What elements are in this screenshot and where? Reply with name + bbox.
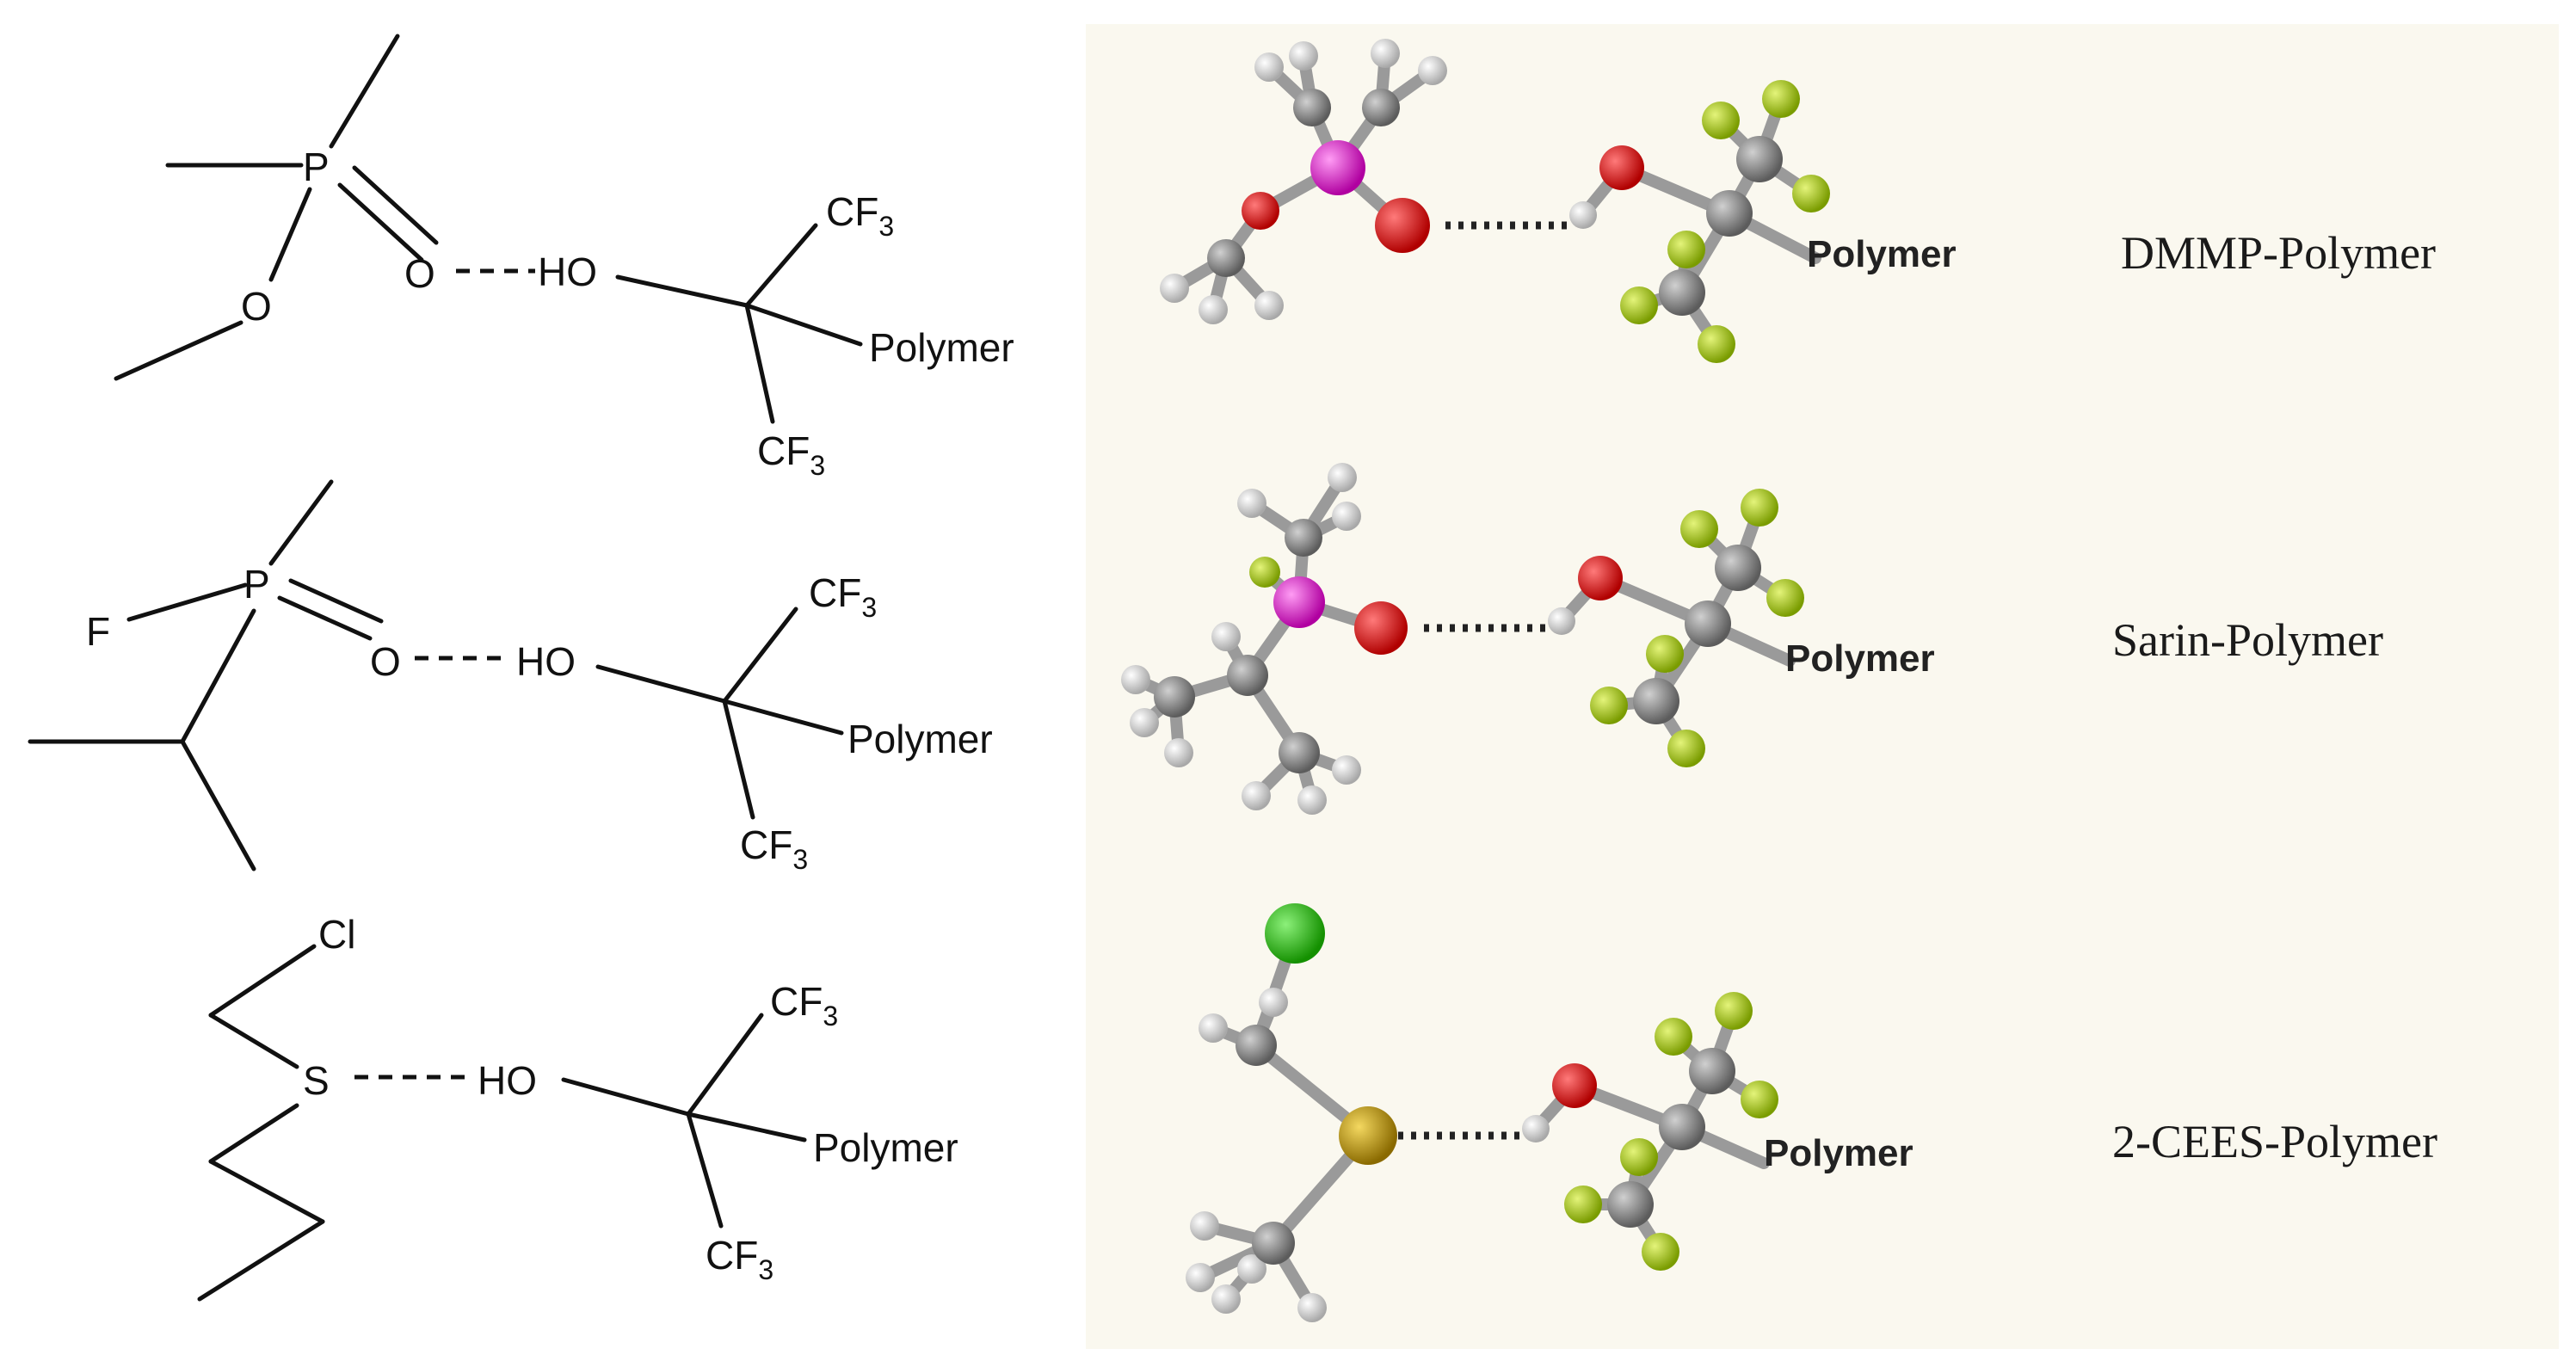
sarin-structure: P F O HO CF3 Polymer CF3 [28,479,993,875]
atom-cf3: CF3 [770,979,838,1032]
atom-s: S [303,1058,330,1103]
ball-and-stick-models: Polymer [1121,39,2437,1322]
dmmp-structure: P O O HO CF3 Polymer CF3 [114,34,1014,481]
row-label-dmmp: DMMP-Polymer [2121,227,2436,279]
row-label-sarin: Sarin-Polymer [2112,614,2383,666]
atom-cl: Cl [318,912,355,957]
atom-cf3: CF3 [757,428,825,481]
atom-cf3: CF3 [826,189,894,242]
atom-o: O [370,639,401,684]
model-polymer-label: Polymer [1807,233,1957,275]
model-panel-background [1086,24,2559,1349]
cees-structure: Cl S HO CF3 Polymer CF3 [197,912,958,1302]
structural-formulas: CF P O O HO CF3 Polymer CF3 [28,34,1014,1302]
atom-f: F [86,609,110,654]
dmmp-model: Polymer [1160,39,1957,363]
polymer-label: Polymer [869,325,1014,370]
polymer-label: Polymer [847,717,993,761]
sarin-model: Polymer [1121,463,1935,815]
atom-o: O [404,251,435,296]
atom-ho: HO [516,639,576,684]
atom-o: O [241,284,272,329]
atom-ho: HO [538,249,597,294]
atom-p: P [303,145,330,189]
model-polymer-label: Polymer [1764,1132,1914,1174]
polymer-label: Polymer [813,1125,958,1170]
model-polymer-label: Polymer [1785,637,1935,680]
atom-cf3: CF3 [809,570,877,623]
cees-model: Polymer [1186,903,1914,1322]
atom-cf3: CF3 [706,1233,773,1285]
row-label-cees: 2-CEES-Polymer [2112,1116,2437,1167]
atom-cf3: CF3 [740,822,808,875]
atom-ho: HO [478,1058,537,1103]
atom-p: P [243,562,270,607]
